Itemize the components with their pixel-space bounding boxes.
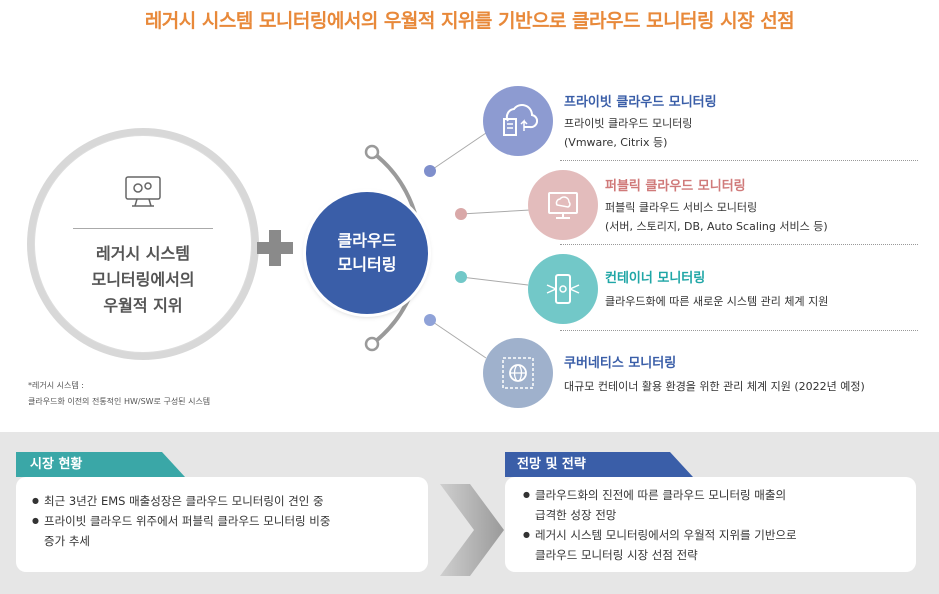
category-title-container: 컨테이너 모니터링	[605, 271, 706, 286]
cloud-server-icon	[483, 86, 553, 156]
strategy-item-text: 클라우드 모니터링 시장 선점 전략	[535, 548, 698, 562]
summary-panel: 시장 현황 최근 3년간 EMS 매출성장은 클라우드 모니터링이 견인 중 프…	[0, 432, 939, 594]
container-network-icon	[528, 254, 598, 324]
strategy-item-text: 레거시 시스템 모니터링에서의 우월적 지위를 기반으로	[535, 528, 797, 542]
category-title-public: 퍼블릭 클라우드 모니터링	[605, 179, 746, 194]
link-line-4	[429, 319, 487, 359]
footnote-line: *레거시 시스템 :	[28, 381, 84, 390]
link-line-1	[429, 132, 487, 172]
legacy-line-1: 레거시 시스템	[96, 244, 190, 263]
kubernetes-globe-icon	[483, 338, 553, 408]
category-desc-line: 대규모 컨테이너 활용 환경을 위한 관리 체계 지원 (2022년 예정)	[564, 380, 865, 393]
category-desc-line: (서버, 스토리지, DB, Auto Scaling 서비스 등)	[605, 220, 828, 233]
strategy-tab: 전망 및 전략	[517, 457, 586, 472]
strategy-tab-shape	[505, 452, 693, 477]
plus-icon	[257, 230, 293, 266]
status-box: 최근 3년간 EMS 매출성장은 클라우드 모니터링이 견인 중 프라이빗 클라…	[16, 477, 428, 572]
category-title-private: 프라이빗 클라우드 모니터링	[564, 95, 717, 110]
strategy-item-text: 급격한 성장 전망	[535, 508, 617, 522]
arc-end-bottom	[364, 336, 380, 352]
cloud-monitoring-circle: 클라우드 모니터링	[306, 192, 428, 314]
category-desc-container: 클라우드화에 따른 새로운 시스템 관리 체계 지원	[605, 292, 828, 311]
legacy-system-circle: 레거시 시스템 모니터링에서의 우월적 지위	[27, 128, 259, 360]
footnote: *레거시 시스템 : 클라우드화 이전의 전통적인 HW/SW로 구성된 시스템	[28, 378, 210, 410]
center-line-1: 클라우드	[337, 231, 397, 250]
status-tab-shape	[16, 452, 185, 477]
legacy-divider	[73, 228, 213, 229]
cloud-monitor-icon	[528, 170, 598, 240]
category-desc-public: 퍼블릭 클라우드 서비스 모니터링 (서버, 스토리지, DB, Auto Sc…	[605, 198, 828, 236]
category-desc-line: (Vmware, Citrix 등)	[564, 136, 668, 149]
status-item-text: 최근 3년간 EMS 매출성장은 클라우드 모니터링이 견인 중	[44, 494, 324, 508]
arrow-right-icon	[440, 484, 504, 576]
center-line-2: 모니터링	[337, 255, 397, 274]
arc-end-top	[364, 144, 380, 160]
category-separator	[560, 330, 918, 331]
category-desc-private: 프라이빗 클라우드 모니터링 (Vmware, Citrix 등)	[564, 114, 692, 152]
node-dot-3	[455, 271, 467, 283]
status-tab: 시장 현황	[30, 457, 83, 472]
node-dot-1	[424, 165, 436, 177]
category-desc-line: 클라우드화에 따른 새로운 시스템 관리 체계 지원	[605, 295, 829, 308]
node-dot-4	[424, 314, 436, 326]
link-line-3	[460, 276, 529, 286]
monitor-gear-icon	[125, 176, 161, 207]
category-separator	[560, 244, 918, 245]
category-desc-line: 프라이빗 클라우드 모니터링	[564, 117, 693, 130]
legacy-line-3: 우월적 지위	[103, 296, 183, 315]
category-separator	[560, 160, 918, 161]
strategy-item-text: 클라우드화의 진전에 따른 클라우드 모니터링 매출의	[535, 488, 787, 502]
link-line-2	[460, 209, 531, 215]
category-desc-line: 퍼블릭 클라우드 서비스 모니터링	[605, 201, 758, 214]
status-item-text: 프라이빗 클라우드 위주에서 퍼블릭 클라우드 모니터링 비중	[44, 514, 331, 528]
legacy-label: 레거시 시스템 모니터링에서의 우월적 지위	[35, 241, 251, 319]
category-title-kubernetes: 쿠버네티스 모니터링	[564, 356, 677, 371]
category-desc-kubernetes: 대규모 컨테이너 활용 환경을 위한 관리 체계 지원 (2022년 예정)	[564, 377, 865, 396]
node-dot-2	[455, 208, 467, 220]
status-item-text: 증가 추세	[44, 534, 90, 548]
status-item: 최근 3년간 EMS 매출성장은 클라우드 모니터링이 견인 중	[32, 491, 412, 511]
legacy-line-2: 모니터링에서의	[91, 270, 195, 289]
page-title: 레거시 시스템 모니터링에서의 우월적 지위를 기반으로 클라우드 모니터링 시…	[144, 10, 795, 32]
footnote-line: 클라우드화 이전의 전통적인 HW/SW로 구성된 시스템	[28, 397, 211, 406]
